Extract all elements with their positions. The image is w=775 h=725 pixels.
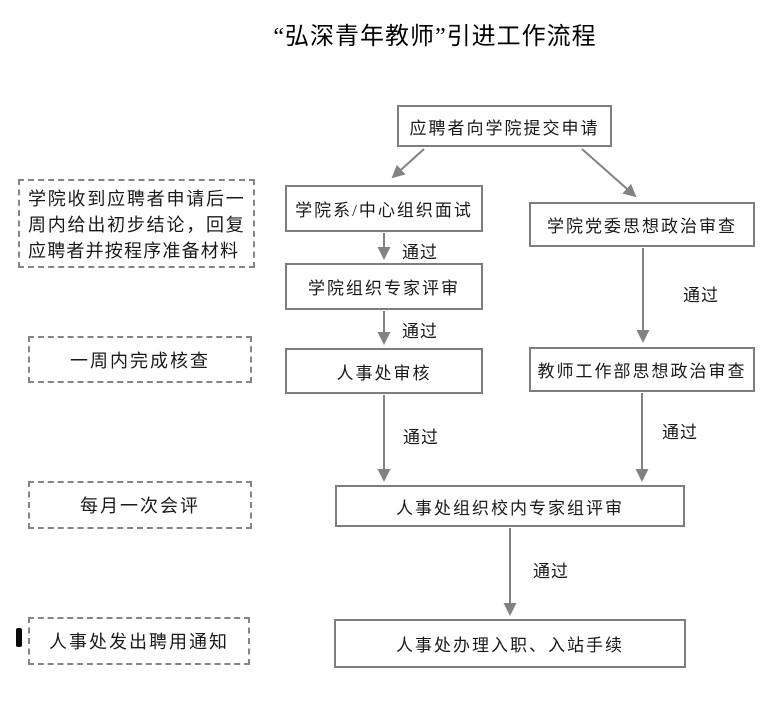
edge-label-pass: 通过	[402, 322, 438, 341]
edge-label-pass: 通过	[683, 286, 719, 305]
scan-artifact-mark	[16, 628, 22, 647]
edge-label-pass: 通过	[402, 243, 438, 262]
edge-label-pass: 通过	[403, 428, 439, 447]
edge-label-pass: 通过	[533, 562, 569, 581]
page-title: “弘深青年教师”引进工作流程	[273, 24, 597, 50]
edge-label-pass: 通过	[662, 423, 698, 442]
edge-submit-interview	[391, 148, 425, 179]
note-hr-employment-notice: 人事处发出聘用通知	[28, 617, 250, 665]
note-one-week-check: 一周内完成核查	[28, 336, 252, 383]
note-monthly-review: 每月一次会评	[28, 481, 252, 529]
flow-node-college-expert-review: 学院组织专家评审	[285, 263, 483, 310]
flow-node-department-interview: 学院系/中心组织面试	[285, 185, 483, 232]
note-college-reply: 学院收到应聘者申请后一周内给出初步结论，回复应聘者并按程序准备材料	[18, 179, 255, 268]
flow-node-party-committee-review: 学院党委思想政治审查	[529, 202, 755, 247]
flow-node-teacher-dept-review: 教师工作部思想政治审查	[529, 347, 755, 392]
flow-node-onboarding-procedures: 人事处办理入职、入站手续	[334, 619, 686, 668]
flow-node-submit-application: 应聘者向学院提交申请	[397, 105, 612, 147]
edge-submit-party-review	[581, 148, 637, 198]
flow-node-hr-office-check: 人事处审核	[285, 348, 483, 394]
flow-node-campus-expert-group-review: 人事处组织校内专家组评审	[335, 485, 685, 527]
